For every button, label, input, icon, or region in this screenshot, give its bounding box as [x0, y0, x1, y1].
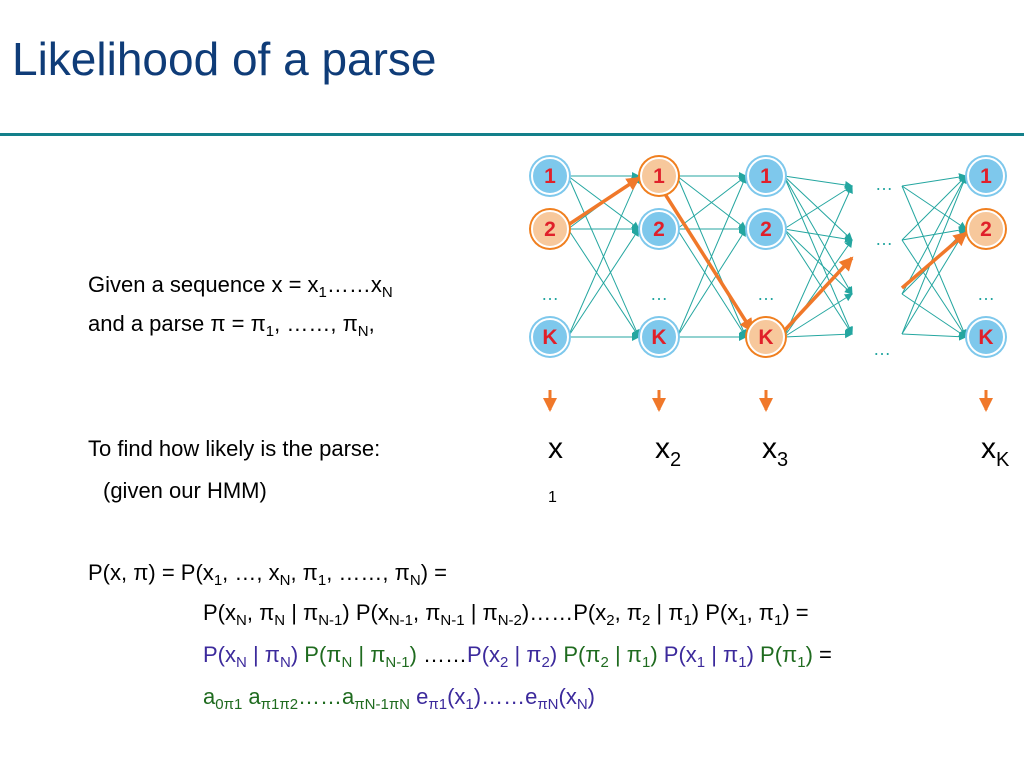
hmm-trellis-diagram: 1 2K … 1 2K … 1 2K … 1 2K … … … … [529, 155, 1007, 412]
state-label: 1 [760, 165, 772, 188]
column-dots: … [541, 284, 559, 304]
state-node [640, 157, 678, 195]
equation-line-1: P(x, π) = P(x1, …, xN, π1, ……, πN) = [88, 560, 447, 589]
state-label: 1 [980, 165, 992, 188]
state-label: K [542, 326, 557, 349]
highlighted-path-arrow [900, 231, 968, 290]
state-label: K [651, 326, 666, 349]
gap-ellipsis: … [875, 174, 893, 194]
observation-x1: x [548, 432, 563, 465]
observation-x2: x2 [655, 432, 682, 471]
transition-edge [783, 185, 853, 338]
transition-edge [901, 173, 967, 187]
state-node [531, 210, 569, 248]
state-label: K [758, 326, 773, 349]
equation-line-2: P(xN, πN | πN-1) P(xN-1, πN-1 | πN-2)……P… [203, 600, 809, 629]
state-label: 1 [544, 165, 556, 188]
transition-edge [783, 293, 853, 338]
state-node [967, 318, 1005, 356]
transition-edge [901, 332, 967, 341]
highlighted-path-arrow [567, 176, 641, 227]
state-node [531, 157, 569, 195]
state-node [531, 318, 569, 356]
gap-ellipsis: … [875, 229, 893, 249]
state-node [747, 157, 785, 195]
column-dots: … [757, 284, 775, 304]
transition-edge [567, 175, 640, 338]
equation-line-4: a0π1 aπ1π2……aπN-1πN eπ1(x1)……eπN(xN) [203, 684, 595, 713]
state-node [967, 210, 1005, 248]
observation-x3: x3 [762, 432, 789, 471]
slide-title: Likelihood of a parse [12, 33, 437, 85]
transition-edge [901, 293, 967, 338]
transition-edge [676, 175, 747, 230]
transition-edge [676, 228, 747, 338]
highlighted-path-arrow [663, 193, 754, 333]
transition-edge [783, 228, 853, 335]
transition-edge [783, 175, 853, 335]
transition-edge [567, 228, 640, 338]
transition-edge [901, 228, 967, 335]
column-dots: … [977, 284, 995, 304]
given-hmm-text: (given our HMM) [103, 478, 267, 503]
equation-line-3: P(xN | πN) P(πN | πN-1) ……P(x2 | π2) P(π… [203, 642, 832, 671]
transition-edge [901, 175, 967, 241]
transition-edge [676, 175, 747, 338]
state-node [640, 210, 678, 248]
state-label: 2 [653, 218, 665, 241]
state-label: 2 [760, 218, 772, 241]
transition-edge [783, 175, 853, 189]
transition-edge [783, 330, 853, 339]
state-node [640, 318, 678, 356]
transition-edge [783, 185, 853, 230]
title-divider [0, 133, 1024, 136]
transition-edge [901, 175, 967, 295]
state-label: K [978, 326, 993, 349]
state-label: 2 [544, 218, 556, 241]
to-find-text: To find how likely is the parse: [88, 436, 381, 461]
transition-edge [783, 228, 853, 243]
observation-x1-subscript: 1 [548, 489, 557, 506]
column-dots: … [650, 284, 668, 304]
observation-xk: xK [981, 432, 1010, 471]
transition-edge [901, 239, 967, 338]
highlighted-path-arrow [782, 256, 854, 333]
state-label: 1 [653, 165, 665, 188]
given-sequence-text: Given a sequence x = x1……xN [88, 272, 393, 301]
gap-ellipsis: … [873, 339, 891, 359]
state-node [967, 157, 1005, 195]
state-label: 2 [980, 218, 992, 241]
state-node [747, 318, 785, 356]
given-parse-text: and a parse π = π1, ……, πN, [88, 311, 375, 340]
state-node [747, 210, 785, 248]
transition-edge [901, 175, 968, 335]
